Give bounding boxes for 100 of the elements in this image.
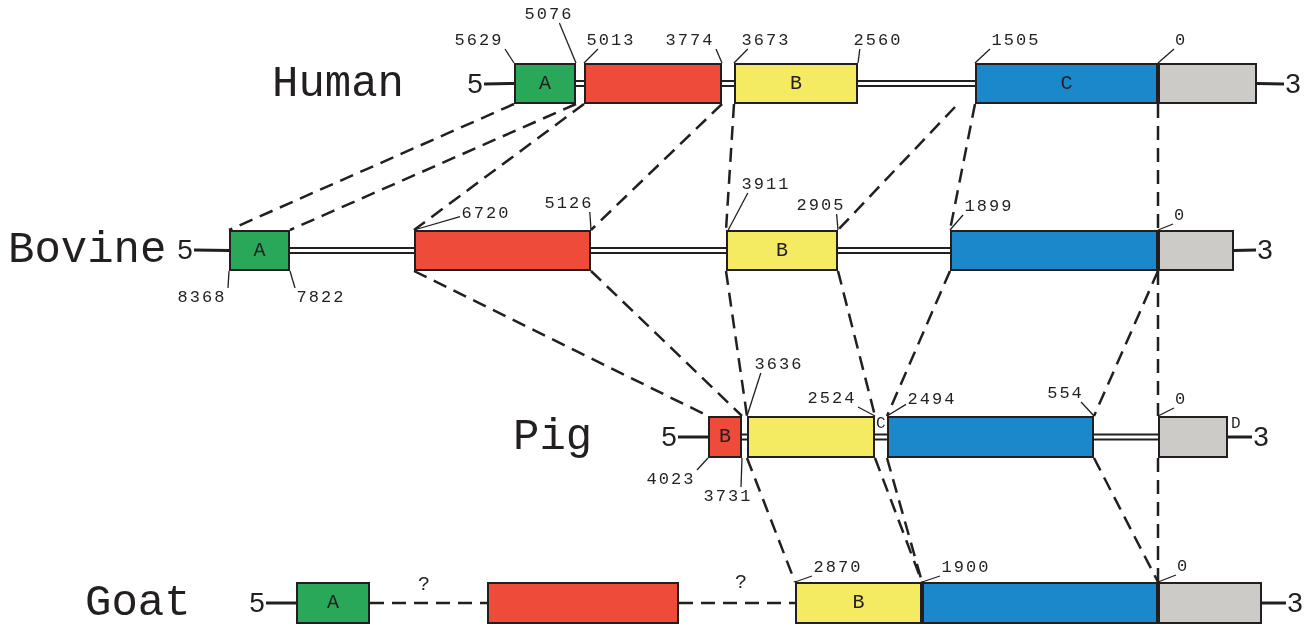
leader-line: [1157, 48, 1175, 64]
position-number: 6720: [460, 204, 512, 222]
exon-box: [414, 230, 591, 271]
position-number: 8368: [176, 288, 228, 306]
leader-line: [696, 457, 709, 471]
position-number: 3673: [740, 31, 792, 49]
dashed-connector: [590, 103, 723, 231]
leader-line: [740, 457, 743, 488]
leader-line: [413, 215, 461, 231]
exon-letter: A: [253, 240, 266, 261]
strand-line: [1262, 601, 1286, 605]
position-number: 5629: [453, 31, 505, 49]
leader-line: [974, 48, 991, 64]
exon-letter: B: [852, 593, 865, 613]
position-number: 2870: [812, 558, 864, 576]
position-number: 2905: [795, 196, 847, 214]
dashed-connector: [413, 103, 585, 231]
strand-line: [1256, 82, 1285, 86]
exon-box: [487, 582, 679, 624]
dashed-connector: [724, 103, 736, 231]
position-number: 7822: [295, 288, 347, 306]
position-number: 554: [1046, 384, 1085, 402]
leader-line: [794, 575, 813, 583]
leader-line: [1157, 574, 1177, 583]
exon-letter: A: [327, 593, 339, 613]
leader-line: [589, 211, 592, 231]
position-number: 0: [1174, 31, 1188, 49]
exon-box: [584, 63, 722, 104]
leader-line: [857, 48, 861, 64]
exon-box: [1158, 63, 1257, 104]
leader-line: [886, 403, 907, 417]
dashed-connector: [228, 102, 515, 232]
position-number: 0: [1174, 390, 1188, 408]
position-number: 3774: [664, 31, 716, 49]
position-number: 2494: [906, 390, 958, 408]
strand-line: [678, 435, 708, 439]
position-number: 4023: [645, 470, 697, 488]
exon-box: [708, 416, 742, 458]
leader-line: [835, 213, 839, 231]
exon-box: [726, 230, 838, 271]
position-number: 5013: [585, 31, 637, 49]
strand-end-label: 5: [660, 423, 678, 451]
position-number: 1505: [990, 31, 1042, 49]
leader-line: [733, 48, 749, 64]
intron-double-line: [1093, 433, 1159, 441]
species-name: Human: [272, 62, 405, 106]
strand-line: [193, 248, 230, 252]
leader-line: [504, 48, 515, 64]
strand-end-label: 5: [466, 70, 484, 98]
position-number: 1899: [963, 197, 1015, 215]
species-name: Bovine: [8, 228, 167, 272]
strand-line: [483, 82, 515, 86]
dashed-connector: [745, 457, 797, 583]
leader-line: [949, 214, 964, 231]
species-name: Goat: [85, 581, 191, 625]
dashed-connector: [1156, 104, 1160, 230]
position-number: 5126: [543, 194, 595, 212]
leader-line: [746, 372, 762, 417]
exon-box: [1158, 230, 1234, 271]
dashed-connector: [590, 270, 743, 417]
position-number: 3636: [753, 355, 805, 373]
position-number: 2560: [852, 31, 904, 49]
leader-line: [727, 192, 749, 231]
intron-double-line: [874, 433, 888, 441]
strand-line: [266, 601, 296, 605]
intron-double-line: [837, 247, 951, 254]
intron-double-line: [741, 433, 748, 441]
intron-double-line: [857, 80, 976, 87]
strand-line: [1233, 248, 1257, 252]
exon-box: [1158, 582, 1262, 624]
strand-end-label: 5: [176, 236, 194, 264]
intron-double-line: [575, 80, 585, 87]
intron-double-line: [289, 247, 415, 254]
intron-double-line: [590, 247, 727, 254]
exon-box: [975, 63, 1158, 104]
exon-box: [1158, 416, 1228, 458]
strand-end-label: 5: [248, 589, 266, 617]
position-number: 1900: [940, 558, 992, 576]
dashed-connector: [724, 270, 749, 417]
leader-line: [1157, 223, 1174, 231]
exon-letter: B: [776, 240, 788, 261]
dashed-connector: [885, 270, 952, 417]
position-number: 0: [1176, 557, 1190, 575]
exon-box: [296, 582, 370, 624]
dashed-connector: [837, 106, 956, 231]
species-name: Pig: [513, 415, 593, 459]
exon-box: [950, 230, 1158, 271]
exon-box: [734, 63, 858, 104]
dashed-connector: [1156, 271, 1160, 416]
dashed-connector: [1092, 457, 1160, 583]
leader-line: [583, 48, 599, 64]
exon-letter: A: [539, 73, 551, 94]
dashed-connector: [1092, 270, 1160, 417]
exon-box: [922, 582, 1158, 624]
leader-line: [921, 575, 941, 583]
leader-line: [289, 270, 296, 289]
exon-box: [514, 63, 576, 104]
position-number: 0: [1173, 206, 1187, 224]
strand-line: [1228, 435, 1252, 439]
strand-end-label: 3: [1256, 236, 1274, 264]
